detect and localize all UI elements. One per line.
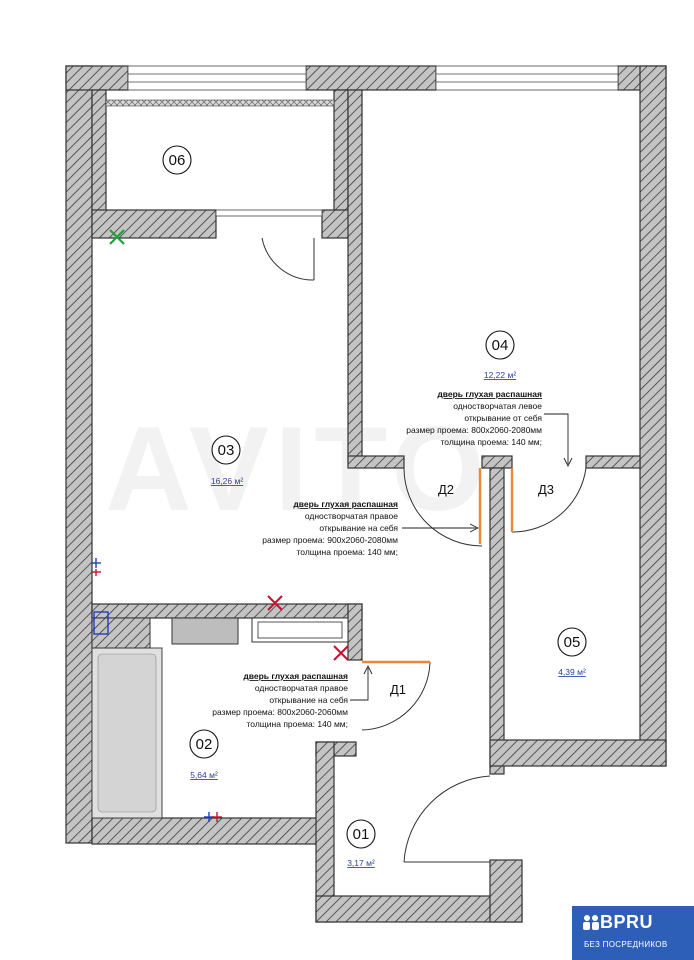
bpru-badge[interactable]: BPRU БЕЗ ПОСРЕДНИКОВ	[572, 906, 694, 960]
bathroom-shaft	[91, 617, 349, 649]
watermark: AVITO	[105, 402, 491, 536]
door-note-d2: дверь глухая распашная одностворчатая пр…	[262, 499, 480, 557]
svg-text:дверь глухая распашная: дверь глухая распашная	[293, 499, 398, 509]
svg-text:4,39 м²: 4,39 м²	[558, 667, 586, 677]
door-d3	[510, 467, 587, 533]
room-02: 02 5,64 м²	[189, 729, 219, 780]
svg-text:открывание на себя: открывание на себя	[319, 523, 398, 533]
walls	[65, 65, 667, 923]
svg-text:06: 06	[169, 152, 186, 169]
svg-text:дверь глухая распашная: дверь глухая распашная	[437, 389, 542, 399]
door-label-d3: Д3	[538, 482, 554, 497]
svg-text:3,17 м²: 3,17 м²	[347, 858, 375, 868]
svg-text:размер проема: 800х2060-2060мм: размер проема: 800х2060-2060мм	[212, 707, 348, 717]
svg-text:толщина проема: 140 мм;: толщина проема: 140 мм;	[297, 547, 399, 557]
room-06: 06	[162, 145, 192, 175]
svg-text:12,22 м²: 12,22 м²	[484, 370, 516, 380]
bathtub	[91, 647, 163, 819]
room-04: 04 12,22 м²	[484, 330, 516, 380]
svg-text:толщина проема: 140 мм;: толщина проема: 140 мм;	[441, 437, 543, 447]
svg-text:дверь глухая распашная: дверь глухая распашная	[243, 671, 348, 681]
svg-text:одностворчатая правое: одностворчатая правое	[255, 683, 348, 693]
loggia-parapet	[105, 99, 335, 107]
svg-text:открывание на себя: открывание на себя	[269, 695, 348, 705]
svg-text:16,26 м²: 16,26 м²	[211, 476, 243, 486]
door-note-d3: дверь глухая распашная одностворчатая ле…	[406, 389, 573, 468]
svg-text:05: 05	[564, 634, 581, 651]
badge-logo: BPRU	[600, 912, 654, 932]
svg-text:толщина проема: 140 мм;: толщина проема: 140 мм;	[247, 719, 349, 729]
svg-text:5,64 м²: 5,64 м²	[190, 770, 218, 780]
door-d2	[403, 467, 483, 547]
door-d1	[361, 660, 431, 731]
room-03: 03 16,26 м²	[211, 435, 243, 486]
door-label-d1: Д1	[390, 682, 406, 697]
marker-red-x	[267, 595, 349, 661]
door-label-d2: Д2	[438, 482, 454, 497]
marker-green-x	[109, 229, 125, 245]
badge-tagline: БЕЗ ПОСРЕДНИКОВ	[584, 940, 668, 949]
svg-text:03: 03	[218, 442, 235, 459]
door-balcony	[261, 237, 315, 281]
svg-text:01: 01	[353, 826, 370, 843]
plumbing-markers	[91, 558, 222, 822]
door-note-d1: дверь глухая распашная одностворчатая пр…	[212, 664, 373, 729]
people-icon	[583, 915, 599, 930]
svg-text:открывание от себя: открывание от себя	[464, 413, 542, 423]
svg-text:одностворчатая левое: одностворчатая левое	[453, 401, 542, 411]
windows	[127, 65, 619, 217]
room-01: 01 3,17 м²	[346, 819, 376, 868]
svg-text:размер проема: 900х2060-2080мм: размер проема: 900х2060-2080мм	[262, 535, 398, 545]
svg-text:размер проема: 800х2060-2080мм: размер проема: 800х2060-2080мм	[406, 425, 542, 435]
svg-text:04: 04	[492, 337, 509, 354]
door-entrance	[403, 775, 491, 863]
svg-text:одностворчатая правое: одностворчатая правое	[305, 511, 398, 521]
svg-text:02: 02	[196, 736, 213, 753]
room-05: 05 4,39 м²	[557, 627, 587, 677]
